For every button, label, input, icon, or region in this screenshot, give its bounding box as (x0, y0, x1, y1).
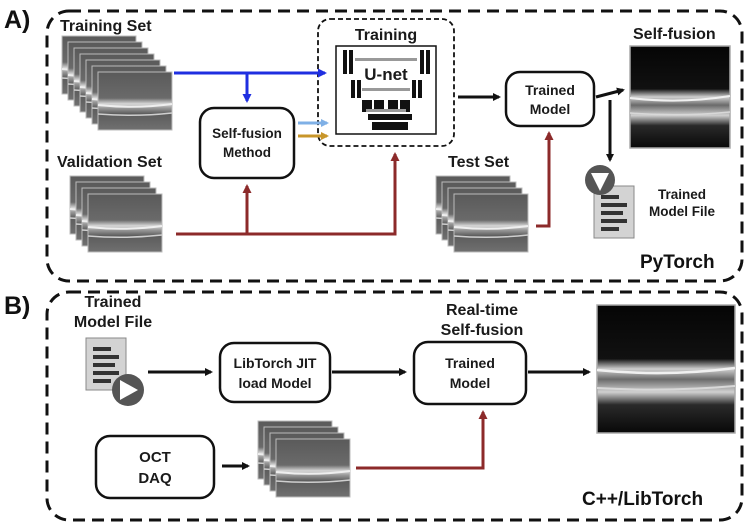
unet-architecture-icon (343, 50, 430, 130)
cpp-libtorch-label: C++/LibTorch (582, 489, 703, 510)
oct-daq-line1: OCT (139, 449, 171, 466)
trained-model-file-a-line1: Trained (658, 187, 706, 202)
self-fusion-output-image-a (629, 45, 731, 149)
realtime-line1: Real-time (446, 302, 518, 319)
trained-model-a-line1: Trained (525, 82, 575, 98)
libtorch-load-box (218, 341, 332, 404)
self-fusion-method-line1: Self-fusion (212, 126, 282, 141)
validation-set-label: Validation Set (57, 154, 163, 171)
trained-model-b-line1: Trained (445, 355, 495, 371)
panel-a-tag: A) (4, 6, 30, 34)
self-fusion-output-image-b (596, 304, 736, 434)
live-scan-stack (257, 420, 351, 498)
trained-model-b-line2: Model (450, 375, 490, 391)
test-set-stack (435, 175, 529, 253)
self-fusion-method-box (198, 106, 296, 180)
trained-model-file-b-line1: Trained (85, 294, 142, 311)
oct-daq-box (94, 434, 216, 500)
validation-set-stack (69, 175, 163, 253)
panel-b-tag: B) (4, 292, 30, 320)
trained-model-a-line2: Model (530, 101, 570, 117)
self-fusion-output-label: Self-fusion (633, 26, 716, 43)
training-label: Training (355, 27, 417, 44)
panel-b-border (45, 290, 744, 522)
arrows-panel-b (148, 368, 591, 470)
test-set-label: Test Set (448, 154, 510, 171)
pytorch-label: PyTorch (640, 252, 715, 273)
libtorch-load-line2: load Model (238, 375, 311, 391)
self-fusion-method-line2: Method (223, 145, 271, 160)
panel-a-border (45, 9, 744, 283)
trained-model-file-icon-a (585, 165, 635, 239)
trained-model-box-a (504, 70, 596, 128)
training-set-label: Training Set (60, 18, 152, 35)
trained-model-box-b (412, 340, 528, 406)
unet-label: U-net (364, 65, 408, 84)
oct-daq-line2: DAQ (138, 470, 172, 487)
realtime-line2: Self-fusion (441, 322, 524, 339)
arrows-panel-a (174, 68, 625, 236)
libtorch-load-line1: LibTorch JIT (234, 355, 317, 371)
trained-model-file-b-line2: Model File (74, 314, 152, 331)
trained-model-file-a-line2: Model File (649, 204, 715, 219)
training-set-stack (61, 35, 173, 131)
trained-model-file-icon-b (85, 337, 144, 406)
